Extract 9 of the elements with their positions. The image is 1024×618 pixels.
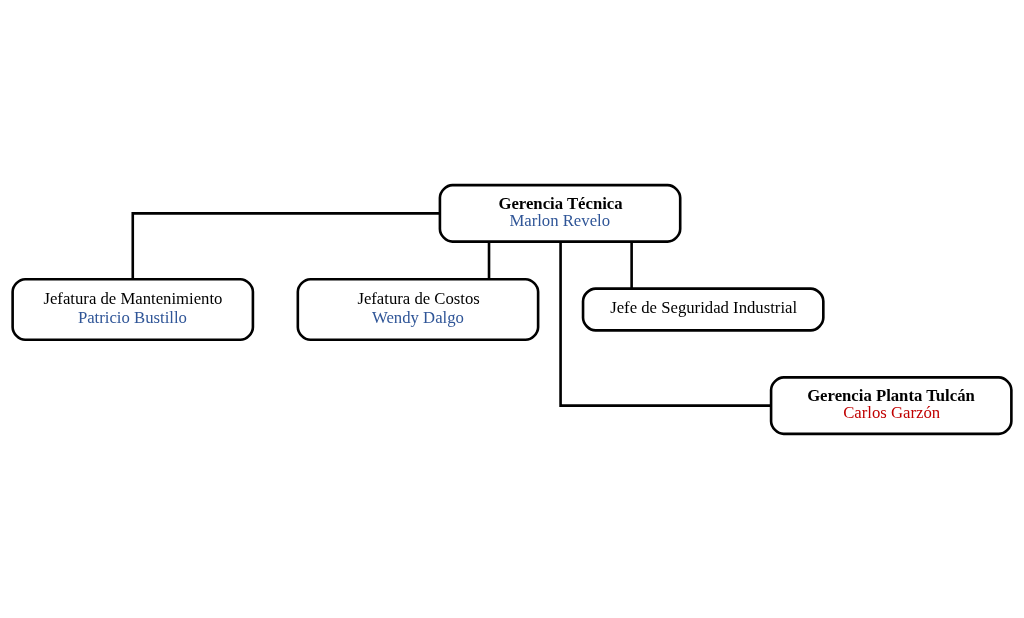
connector (487, 241, 491, 279)
node-box: Jefe de Seguridad Industrial (581, 286, 825, 332)
connector (559, 241, 771, 407)
connector (131, 211, 440, 279)
node-box: Jefatura de Mantenimiento Patricio Bustillo (11, 277, 255, 341)
node-box: Gerencia Técnica Marlon Revelo (438, 183, 682, 243)
node-box: Gerencia Planta Tulcán Carlos Garzón (769, 375, 1013, 435)
node-box: Jefatura de Costos Wendy Dalgo (296, 277, 540, 341)
connector (630, 241, 633, 288)
